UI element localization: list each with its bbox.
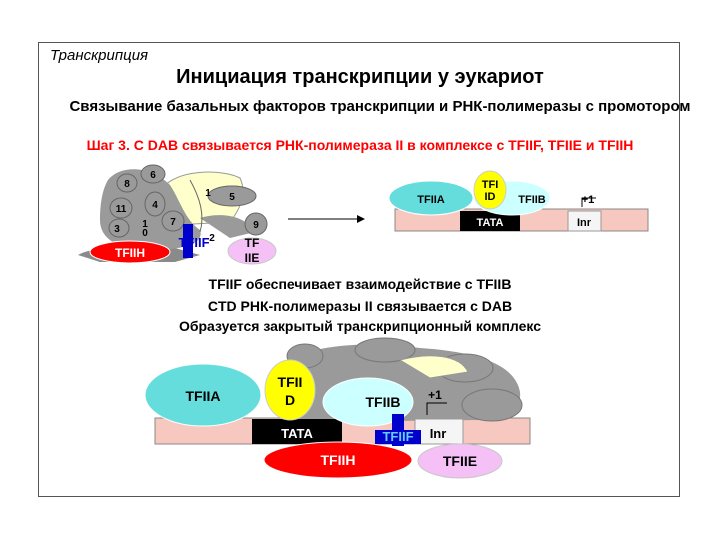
subunit-label-10b: 0 bbox=[142, 228, 148, 239]
inr-label-small: Inr bbox=[577, 217, 592, 229]
slide-frame bbox=[38, 42, 680, 497]
tfiib-small-label: TFIIB bbox=[518, 194, 546, 206]
tss-arrow-small bbox=[581, 197, 596, 207]
tfiia-big-shape bbox=[144, 363, 262, 427]
plus1-small-label: +1 bbox=[582, 194, 595, 206]
pol-cleft-line bbox=[189, 179, 203, 233]
tfiib-big-shape bbox=[322, 377, 414, 427]
inr-label-big: Inr bbox=[430, 426, 447, 441]
subunit-5-shape bbox=[207, 185, 257, 207]
tfiid-small-label-b: ID bbox=[485, 191, 496, 203]
subunit-7-shape bbox=[161, 210, 185, 232]
pol-ii-complex: 8 6 4 11 3 1 0 7 1 5 2 9 TFIIH TFIIF TF … bbox=[78, 164, 277, 265]
plus1-big-label: +1 bbox=[428, 388, 442, 402]
tfiie-small-shape bbox=[227, 237, 277, 265]
pol-tail-shape bbox=[200, 215, 255, 238]
subunit-label-5: 5 bbox=[229, 192, 235, 203]
subunit-11-shape bbox=[109, 197, 133, 219]
tfiid-big-label-b: D bbox=[285, 392, 295, 408]
tata-box-small bbox=[460, 211, 520, 231]
tfiif-big-base bbox=[375, 430, 421, 444]
pol-big-bump-2 bbox=[354, 337, 416, 363]
page-subtitle: Связывание базальных факторов транскрипц… bbox=[69, 98, 691, 115]
subunit-label-6: 6 bbox=[150, 170, 156, 181]
subunit-6-shape bbox=[140, 164, 166, 184]
pol-big-bump-4 bbox=[461, 388, 523, 422]
subunit-label-10a: 1 bbox=[142, 219, 148, 230]
closed-complex: TATA Inr TFIIA TFII D TFIIB +1 TFIIF TFI… bbox=[144, 337, 531, 479]
subunit-8-shape bbox=[116, 173, 138, 193]
tata-box-big bbox=[252, 419, 342, 444]
pol-big-light-lobe bbox=[398, 355, 469, 379]
tfiif-small-bar bbox=[183, 224, 193, 258]
description-line-1: TFIIF обеспечивает взаимодействие с TFII… bbox=[208, 276, 512, 292]
tfiid-big-label-a: TFII bbox=[278, 374, 303, 390]
tfiih-small-label: TFIIH bbox=[115, 246, 145, 260]
tfiif-small-label: TFIIF bbox=[178, 235, 209, 250]
subunit-label-11: 11 bbox=[116, 204, 127, 215]
tata-label-small: TATA bbox=[477, 217, 504, 229]
tfiie-small-label-b: IIE bbox=[245, 251, 260, 265]
subunit-label-3: 3 bbox=[114, 224, 120, 235]
subunit-9-shape bbox=[244, 212, 268, 236]
tfiid-small-label-a: TFI bbox=[482, 179, 499, 191]
subunit-3-shape bbox=[108, 218, 130, 238]
tfiia-small-shape bbox=[388, 180, 474, 216]
tfiid-small-shape bbox=[473, 170, 507, 210]
promoter-complex-small: TATA Inr TFIIA TFIIB TFI ID +1 bbox=[388, 170, 649, 232]
subunit-label-7: 7 bbox=[170, 217, 176, 228]
tfiih-big-shape bbox=[263, 441, 413, 479]
tfiih-big-label: TFIIH bbox=[321, 452, 356, 468]
subunit-label-4: 4 bbox=[152, 200, 158, 211]
description-line-3: Образуется закрытый транскрипционный ком… bbox=[178, 318, 542, 334]
tss-arrow-big bbox=[426, 402, 447, 415]
page-title: Инициация транскрипции у эукариот bbox=[176, 66, 544, 88]
arrow-head bbox=[357, 215, 365, 223]
tfiif-big-label: TFIIF bbox=[382, 429, 413, 444]
description-line-2: CTD РНК-полимеразы II связывается с DAB bbox=[207, 298, 513, 314]
transition-arrow bbox=[288, 215, 365, 223]
section-label: Транскрипция bbox=[50, 47, 149, 64]
inr-box-small bbox=[567, 210, 602, 232]
tfiia-big-label: TFIIA bbox=[186, 388, 221, 404]
tfiih-small-shape bbox=[89, 240, 171, 264]
tfiid-big-shape bbox=[264, 359, 316, 421]
tfiie-small-label-a: TF bbox=[245, 236, 260, 250]
subunit-label-9: 9 bbox=[253, 220, 259, 231]
subunit-4-shape bbox=[144, 191, 166, 217]
step-caption: Шаг 3. С DAB связывается РНК-полимераза … bbox=[86, 137, 634, 153]
subunit-label-8: 8 bbox=[124, 179, 130, 190]
tata-label-big: TATA bbox=[281, 426, 313, 441]
tfiib-big-label: TFIIB bbox=[366, 394, 401, 410]
tfiie-big-shape bbox=[417, 443, 503, 479]
subunit-label-1: 1 bbox=[205, 188, 211, 199]
subunit-label-2: 2 bbox=[209, 233, 215, 244]
tfiie-big-label: TFIIE bbox=[443, 453, 477, 469]
tfiia-small-label: TFIIA bbox=[417, 194, 445, 206]
